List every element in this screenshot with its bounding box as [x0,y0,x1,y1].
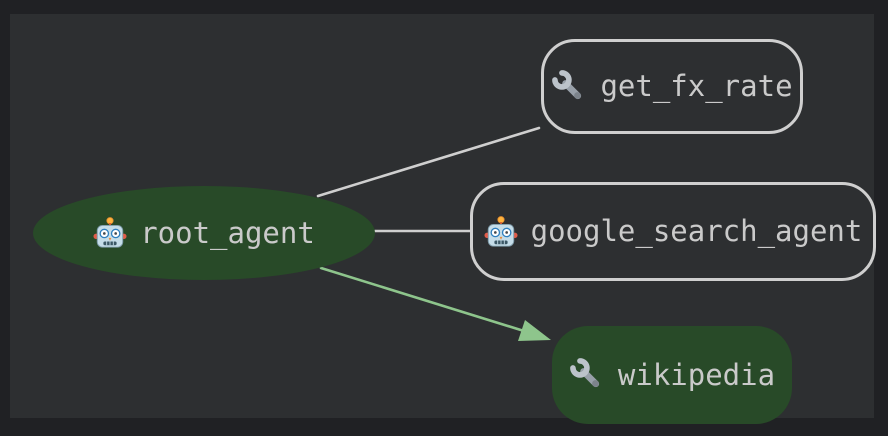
arrowhead-icon [518,320,551,341]
node-label: get_fx_rate [600,69,793,103]
wrench-icon [569,357,605,393]
robot-icon [93,216,127,250]
node-label: google_search_agent [530,214,863,248]
node-root-agent[interactable]: root_agent [33,186,375,280]
node-google-search-agent[interactable]: google_search_agent [470,182,876,281]
robot-icon [484,215,518,249]
node-label: wikipedia [617,357,776,392]
node-wikipedia[interactable]: wikipedia [552,326,792,424]
node-label: root_agent [140,215,315,250]
wrench-icon [551,69,587,105]
node-get-fx-rate[interactable]: get_fx_rate [541,39,803,134]
graph-panel: root_agent get_fx_rate [10,14,876,424]
